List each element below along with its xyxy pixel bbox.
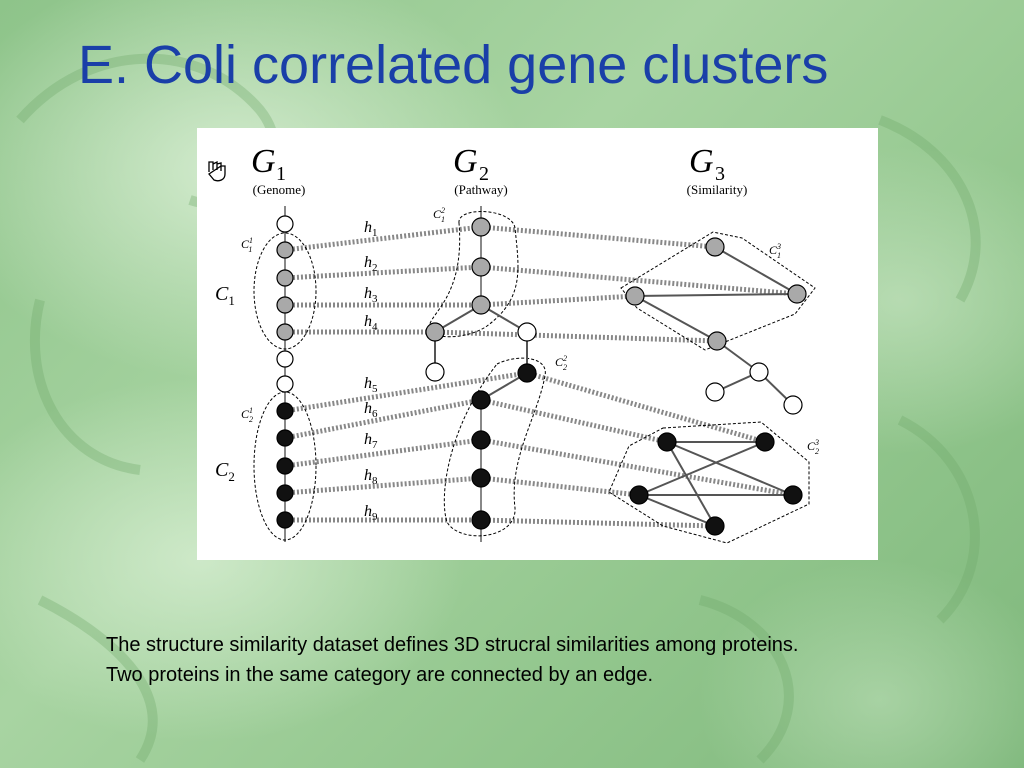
node-g1-5 xyxy=(276,323,294,341)
slide-title: E. Coli correlated gene clusters xyxy=(78,35,829,95)
svg-text:(Pathway): (Pathway) xyxy=(454,182,507,197)
node-g2-2 xyxy=(471,257,491,277)
node-g2-4 xyxy=(425,322,445,342)
edge-h7 xyxy=(284,437,482,469)
node-g3-1 xyxy=(705,237,725,257)
edge-h8 xyxy=(284,475,482,496)
svg-text:h6: h6 xyxy=(364,400,378,420)
svg-text:h9: h9 xyxy=(364,503,378,523)
node-g1-1 xyxy=(276,215,294,233)
node-g2-8 xyxy=(471,390,491,410)
svg-text:h8: h8 xyxy=(364,467,378,487)
slide-caption: The structure similarity dataset defines… xyxy=(106,634,799,686)
gene-cluster-figure: G 1 (Genome) G 2 (Pathway) G 3 (Similari… xyxy=(197,128,878,560)
node-g3-8 xyxy=(657,432,677,452)
edge-h7-g3 xyxy=(480,437,794,498)
node-g3-7 xyxy=(783,395,803,415)
node-g3-10 xyxy=(629,485,649,505)
edge-h4-g3 xyxy=(434,329,718,344)
svg-text:C31: C31 xyxy=(769,242,781,260)
node-g3-9 xyxy=(755,432,775,452)
cluster-outline-c23 xyxy=(608,421,810,544)
node-g1-11 xyxy=(276,484,294,502)
svg-text:G: G xyxy=(689,143,714,180)
svg-text:h3: h3 xyxy=(364,285,378,305)
svg-text:(Similarity): (Similarity) xyxy=(687,182,748,197)
svg-text:C12: C12 xyxy=(241,406,253,424)
svg-text:(Genome): (Genome) xyxy=(253,182,306,197)
edge-h3-g3 xyxy=(480,293,636,308)
node-g2-3 xyxy=(471,295,491,315)
cluster-outline-c13 xyxy=(620,231,816,351)
node-g1-9 xyxy=(276,429,294,447)
node-g2-6 xyxy=(425,362,445,382)
edge-labels: h1 h2 h3 h4 h5 h6 h7 h8 h9 xyxy=(364,219,378,523)
svg-text:C22: C22 xyxy=(555,354,567,372)
node-g2-5 xyxy=(517,322,537,342)
svg-text:1: 1 xyxy=(276,163,286,185)
svg-text:h4: h4 xyxy=(364,313,378,333)
node-g1-4 xyxy=(276,296,294,314)
svg-text:3: 3 xyxy=(715,163,725,185)
edge-h1 xyxy=(284,224,482,253)
svg-text:G: G xyxy=(251,143,276,180)
node-g2-11 xyxy=(471,510,491,530)
svg-text:h2: h2 xyxy=(364,254,378,274)
node-g3-3 xyxy=(787,284,807,304)
node-g2-7 xyxy=(517,363,537,383)
svg-text:C21: C21 xyxy=(433,206,445,224)
graph-header-g2: G 2 (Pathway) xyxy=(453,143,508,197)
node-g3-11 xyxy=(783,485,803,505)
edge-h8-g3 xyxy=(480,475,640,498)
edge-h5 xyxy=(284,370,528,414)
svg-text:C2: C2 xyxy=(215,459,235,484)
node-g1-6 xyxy=(276,350,294,368)
svg-text:C1: C1 xyxy=(215,283,235,308)
edge-h5-g3 xyxy=(526,370,766,445)
svg-text:h1: h1 xyxy=(364,219,378,239)
edge-h9-g3 xyxy=(480,517,716,529)
cluster-outline-c22 xyxy=(443,357,546,537)
gene-cluster-diagram: G 1 (Genome) G 2 (Pathway) G 3 (Similari… xyxy=(208,143,819,544)
node-g1-7 xyxy=(276,375,294,393)
node-g1-3 xyxy=(276,269,294,287)
cluster-outline-c12 xyxy=(428,211,519,338)
edge-h2-g3 xyxy=(480,264,798,297)
graph-nodes xyxy=(276,215,807,536)
correspondence-edges xyxy=(284,224,798,529)
graph-header-g3: G 3 (Similarity) xyxy=(687,143,748,197)
node-g2-1 xyxy=(471,217,491,237)
node-g3-5 xyxy=(749,362,769,382)
node-g2-9 xyxy=(471,430,491,450)
edge-h6 xyxy=(284,397,482,441)
node-g1-2 xyxy=(276,241,294,259)
svg-text:h5: h5 xyxy=(364,375,378,395)
svg-text:h7: h7 xyxy=(364,431,378,451)
node-g3-2 xyxy=(625,286,645,306)
svg-text:G: G xyxy=(453,143,478,180)
node-g3-12 xyxy=(705,516,725,536)
node-g3-4 xyxy=(707,331,727,351)
cluster-outline-c11 xyxy=(253,232,317,350)
node-g2-10 xyxy=(471,468,491,488)
graph-header-g1: G 1 (Genome) xyxy=(251,143,305,197)
node-g1-12 xyxy=(276,511,294,529)
edge-h1-g3 xyxy=(480,224,716,250)
node-g3-6 xyxy=(705,382,725,402)
node-g1-8 xyxy=(276,402,294,420)
svg-text:2: 2 xyxy=(479,163,489,185)
svg-text:C32: C32 xyxy=(807,438,819,456)
svg-text:C11: C11 xyxy=(241,236,253,254)
edge-h2 xyxy=(284,264,482,281)
node-g1-10 xyxy=(276,457,294,475)
hand-cursor-icon xyxy=(208,160,226,182)
